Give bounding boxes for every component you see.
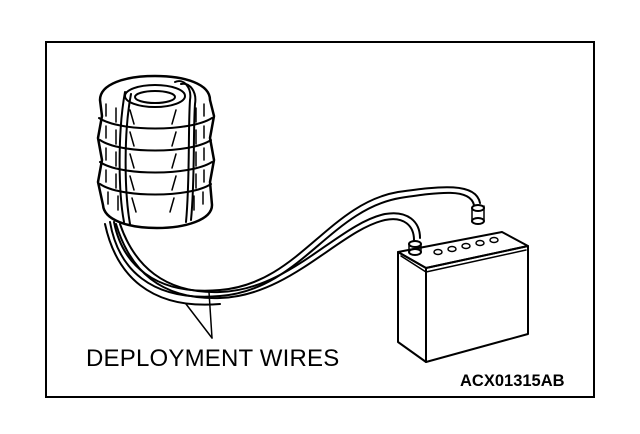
car-battery-icon [397,204,529,363]
callout-leader [185,291,213,339]
deployment-wires-label: DEPLOYMENT WIRES [86,345,340,372]
tire-stack-icon [96,74,216,230]
figure-frame [45,41,595,398]
deployment-wires [104,186,481,306]
figure-code: ACX01315AB [460,372,565,390]
